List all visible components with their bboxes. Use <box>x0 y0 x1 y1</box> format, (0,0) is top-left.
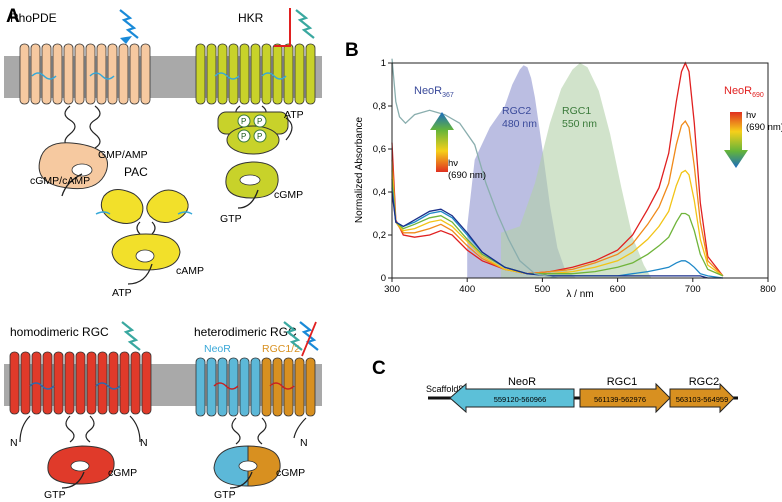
x-tick-label: 400 <box>459 284 475 295</box>
gene-rgc1-name: RGC1 <box>607 376 638 388</box>
hkr-title: HKR <box>238 11 264 25</box>
plot-frame <box>391 62 769 279</box>
hv-left-line1: hν <box>448 158 458 169</box>
pac-atp: ATP <box>112 287 132 299</box>
neor367-label: NeoR367 <box>414 85 454 99</box>
panel-label-b: B <box>345 40 359 61</box>
hv-right-line1: hν <box>746 110 756 121</box>
phospho-label-1: P <box>241 117 246 126</box>
neor-label: NeoR <box>204 343 231 355</box>
hkr-cgmp: cGMP <box>274 189 303 201</box>
y-tick-label: 0 <box>381 273 386 284</box>
uv-arrowhead-icon <box>120 36 132 44</box>
heterodimeric-n: N <box>300 437 308 449</box>
rhopde-protein: RhoPDE GMP/AMP cGMP/cAMP <box>10 11 151 197</box>
uv-light-icon-2 <box>299 321 319 351</box>
heterodimeric-rgc: heterodimeric RGC NeoR RGC1/2 N GTP cGMP <box>194 325 316 501</box>
y-tick-label: 0,4 <box>373 187 386 198</box>
panel-label-a: A <box>6 6 20 27</box>
hv-right-line2: (690 nm) <box>746 122 782 133</box>
series-line-0 <box>391 61 724 277</box>
gene-neor-range: 559120-560966 <box>494 395 547 404</box>
hkr-gtp: GTP <box>220 213 242 225</box>
hkr-atp: ATP <box>284 109 304 121</box>
pac-camp: cAMP <box>176 265 204 277</box>
green-light-icon-3 <box>283 321 303 351</box>
phospho-label-2: P <box>257 117 262 126</box>
inhibit-icon <box>274 8 291 47</box>
green-light-icon-2 <box>121 321 141 351</box>
phospho-label-3: P <box>241 132 246 141</box>
rgc1-label: RGC1 <box>562 105 591 117</box>
series-line-2 <box>391 169 724 277</box>
scaffold-label: Scaffold8 <box>426 384 463 394</box>
series-line-1 <box>391 120 724 277</box>
heterodimeric-cgmp: cGMP <box>276 467 305 479</box>
series-line-6 <box>391 58 558 279</box>
homodimeric-title: homodimeric RGC <box>10 325 109 339</box>
rgc1-nm: 550 nm <box>562 118 597 130</box>
y-tick-label: 0,2 <box>373 230 386 241</box>
rgc2-nm: 480 nm <box>502 118 537 130</box>
gene-neor-name: NeoR <box>508 376 536 388</box>
y-tick-label: 1 <box>381 58 386 69</box>
phospho-label-4: P <box>257 132 262 141</box>
gene-rgc1-arrow <box>579 382 671 414</box>
y-tick-label: 0,8 <box>373 101 386 112</box>
gene-rgc2-arrow <box>669 382 735 414</box>
panel-label-c: C <box>372 358 386 379</box>
rhopde-product: GMP/AMP <box>98 149 148 161</box>
homodimeric-n-left: N <box>10 437 18 449</box>
homodimeric-cgmp: cGMP <box>108 467 137 479</box>
hv-left-line2: (690 nm) <box>448 170 486 181</box>
rgc2-label: RGC2 <box>502 105 531 117</box>
rhopde-title: RhoPDE <box>10 11 57 25</box>
heterodimeric-title: heterodimeric RGC <box>194 325 297 339</box>
hv-arrow-down-icon <box>724 112 748 168</box>
gene-rgc1-range: 561139-562976 <box>594 395 646 404</box>
rgc12-label: RGC1/2 <box>262 343 300 355</box>
slash-icon <box>301 321 317 357</box>
gene-map: Scaffold8 NeoR 559120-560966 RGC1 561139… <box>426 376 738 414</box>
band-rgc1 <box>501 63 652 278</box>
gene-neor-arrow <box>449 382 575 414</box>
gene-rgc2-range: 563103-564959 <box>676 395 729 404</box>
y-tick-label: 0,6 <box>373 144 386 155</box>
absorbance-chart: 300 400 500 600 700 800 0 0,2 0,4 0,6 0,8 1 λ / nm… <box>354 58 782 300</box>
x-tick-label: 700 <box>685 284 701 295</box>
heterodimeric-gtp: GTP <box>214 489 236 501</box>
homodimeric-rgc: homodimeric RGC N N GTP cGMP <box>9 325 152 501</box>
homodimeric-n-right: N <box>140 437 148 449</box>
green-light-icon <box>295 9 315 39</box>
uv-light-icon <box>119 9 139 39</box>
gene-rgc2-name: RGC2 <box>689 376 720 388</box>
y-axis-label: Normalized Absorbance <box>354 116 365 223</box>
pac-title: PAC <box>124 165 148 179</box>
x-tick-label: 600 <box>610 284 626 295</box>
x-tick-label: 800 <box>760 284 776 295</box>
series-line-3 <box>391 179 724 277</box>
hkr-protein: HKR P P P P ATP GTP cGMP <box>195 11 316 225</box>
x-tick-label: 500 <box>534 284 550 295</box>
x-tick-label: 300 <box>384 284 400 295</box>
pac-protein: PAC ATP cAMP <box>95 165 204 299</box>
x-axis-label: λ / nm <box>566 289 593 300</box>
neor690-label: NeoR690 <box>724 85 764 99</box>
hv-arrow-up-icon <box>430 112 454 172</box>
homodimeric-gtp: GTP <box>44 489 66 501</box>
rhopde-substrate: cGMP/cAMP <box>30 175 90 187</box>
series-line-5 <box>391 191 723 279</box>
